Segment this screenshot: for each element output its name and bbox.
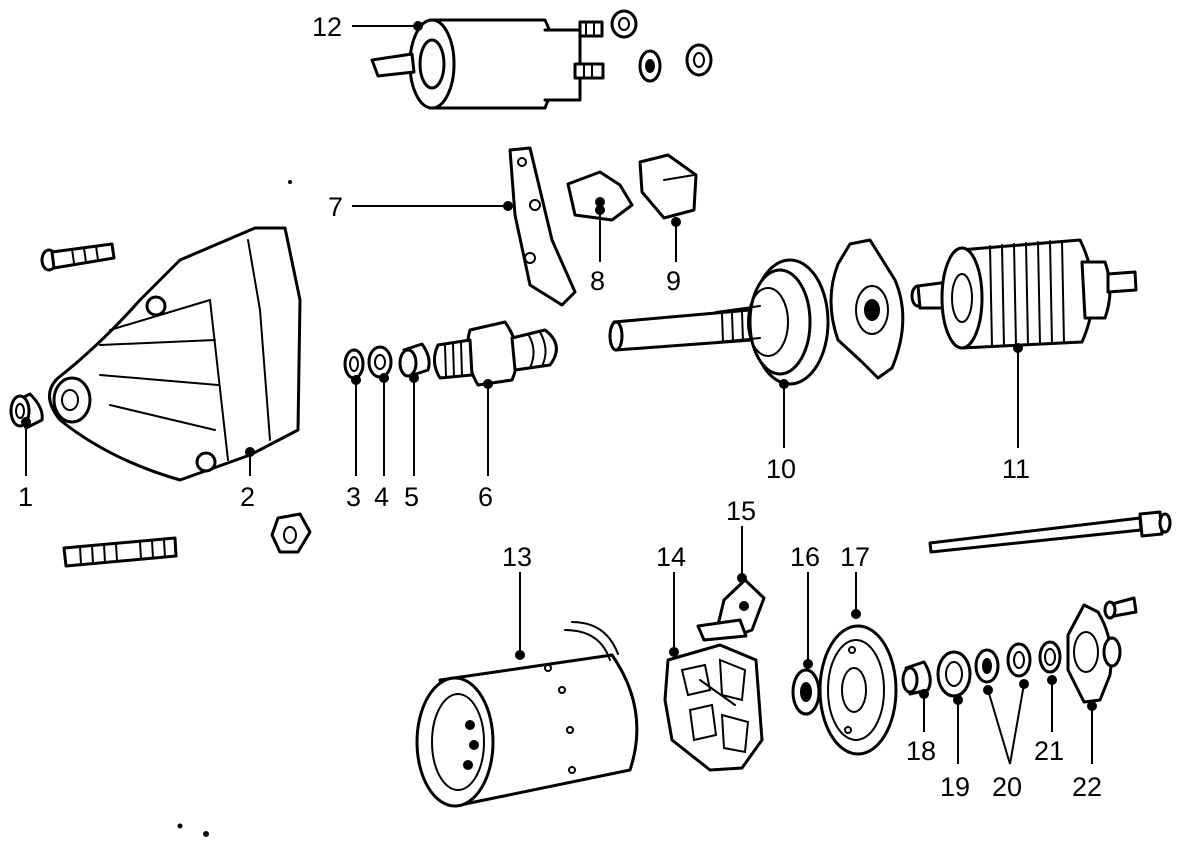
screw bbox=[40, 242, 116, 272]
label-3: 3 bbox=[346, 482, 361, 512]
brush-plate-disc bbox=[829, 238, 905, 380]
label-14: 14 bbox=[656, 542, 686, 572]
label-9: 9 bbox=[666, 266, 681, 296]
part-13-yoke bbox=[415, 621, 639, 808]
label-22: 22 bbox=[1072, 772, 1102, 802]
part-18-bushing bbox=[901, 660, 932, 696]
label-8: 8 bbox=[590, 266, 605, 296]
nut-top bbox=[610, 9, 638, 39]
part-9-block bbox=[638, 153, 698, 220]
small-bolt bbox=[1103, 596, 1138, 620]
label-1: 1 bbox=[18, 482, 33, 512]
label-13: 13 bbox=[502, 542, 532, 572]
part-labels: 12 7 8 9 1 2 3 4 5 6 10 11 15 13 14 16 1… bbox=[18, 12, 1102, 802]
part-14-brush-holder bbox=[663, 643, 764, 772]
stud-bolt bbox=[62, 536, 178, 568]
label-21: 21 bbox=[1034, 736, 1064, 766]
part-3-circlip bbox=[343, 348, 365, 380]
label-18: 18 bbox=[906, 736, 936, 766]
label-7: 7 bbox=[328, 192, 343, 222]
label-20: 20 bbox=[992, 772, 1022, 802]
part-20-shims bbox=[974, 642, 1032, 684]
label-15: 15 bbox=[726, 496, 756, 526]
label-16: 16 bbox=[790, 542, 820, 572]
part-16-seal bbox=[791, 668, 821, 716]
label-19: 19 bbox=[940, 772, 970, 802]
part-11-armature bbox=[910, 238, 1138, 350]
part-4-ring bbox=[367, 345, 393, 379]
label-11: 11 bbox=[1002, 454, 1030, 484]
washer-top bbox=[638, 49, 662, 83]
part-1-bushing bbox=[9, 392, 44, 430]
label-6: 6 bbox=[478, 482, 493, 512]
label-2: 2 bbox=[240, 482, 255, 512]
part-12-solenoid bbox=[370, 18, 605, 110]
label-17: 17 bbox=[840, 542, 870, 572]
nut-left bbox=[270, 512, 312, 554]
part-6-pinion-drive bbox=[433, 320, 558, 387]
label-5: 5 bbox=[404, 482, 419, 512]
specks bbox=[177, 180, 292, 837]
part-10-drive-shaft bbox=[608, 258, 830, 386]
leader-lines bbox=[21, 21, 1097, 765]
part-2-drive-housing bbox=[48, 226, 302, 482]
part-15-brush-spring bbox=[696, 578, 766, 642]
part-8-bracket bbox=[566, 170, 634, 222]
label-12: 12 bbox=[312, 12, 342, 42]
label-10: 10 bbox=[766, 454, 796, 484]
label-4: 4 bbox=[374, 482, 389, 512]
through-bolt bbox=[928, 510, 1172, 554]
part-7-fork-lever bbox=[508, 146, 577, 307]
part-22-cap bbox=[1066, 603, 1122, 704]
part-19-washer bbox=[936, 650, 972, 698]
part-17-end-cover bbox=[818, 624, 898, 756]
part-5-collar bbox=[398, 342, 431, 378]
part-21-clip bbox=[1038, 640, 1062, 674]
nut-top-right bbox=[685, 43, 713, 77]
